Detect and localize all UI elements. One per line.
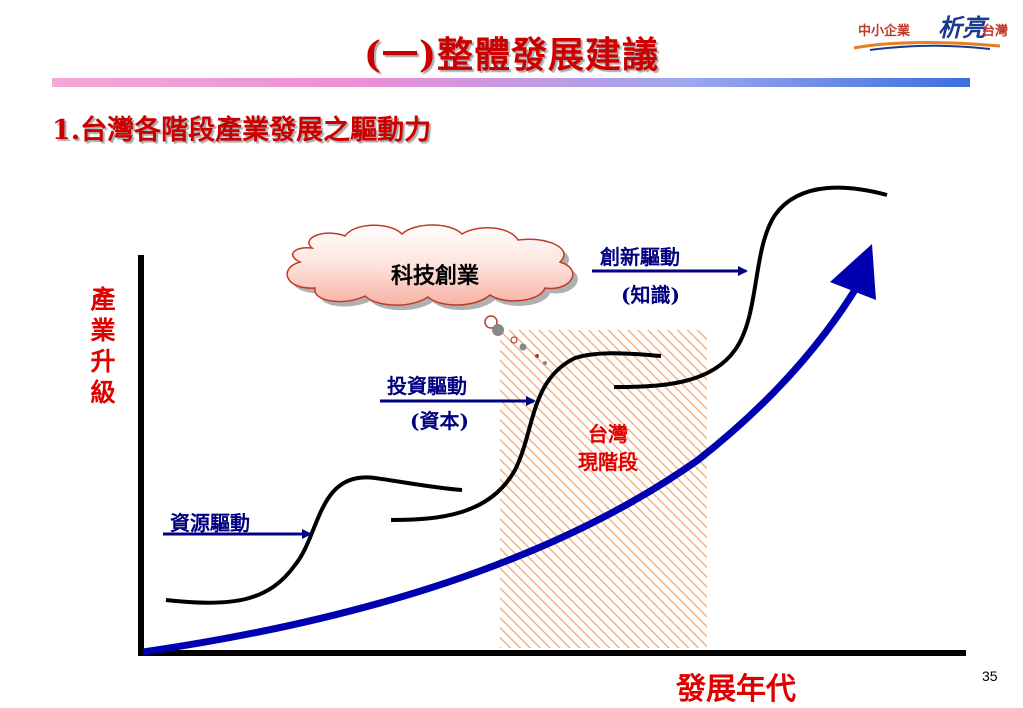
logo-prefix: 中小企業 bbox=[858, 24, 911, 39]
title-divider bbox=[52, 78, 970, 87]
logo-swoosh-icon bbox=[853, 40, 1001, 51]
stage-sub-innovation: (知識) bbox=[621, 283, 680, 307]
cloud-label: 科技創業 bbox=[390, 263, 479, 289]
logo-suffix: 台灣 bbox=[982, 24, 1009, 39]
cloud-icon bbox=[286, 224, 578, 365]
page-title: (一)整體發展建議 bbox=[363, 34, 660, 76]
y-axis-label: 產業升級 bbox=[90, 285, 116, 407]
stage-curve-resource bbox=[165, 475, 463, 605]
stage-label-investment: 投資驅動 bbox=[387, 374, 467, 398]
growth-arrow-head-icon bbox=[830, 244, 876, 300]
current-stage-band bbox=[500, 330, 707, 648]
current-stage-line2: 現階段 bbox=[578, 450, 638, 474]
current-stage-line1: 台灣 bbox=[588, 422, 628, 446]
logo-main: 析亮 bbox=[938, 13, 986, 42]
growth-arrow-shaft bbox=[142, 283, 861, 656]
stage-label-innovation: 創新驅動 bbox=[600, 245, 680, 269]
section-subtitle: 1.台灣各階段產業發展之驅動力 bbox=[52, 115, 432, 146]
stage-label-resource: 資源驅動 bbox=[170, 511, 250, 535]
stage-sub-investment: (資本) bbox=[410, 409, 469, 433]
stage-curve-innovation bbox=[613, 185, 888, 389]
x-axis-label: 發展年代 bbox=[676, 672, 796, 707]
page-number: 35 bbox=[982, 668, 998, 684]
current-stage-label: 台灣 現階段 bbox=[548, 420, 668, 476]
brand-logo: 中小企業 析亮 台灣 bbox=[850, 13, 1010, 54]
stage-curve-investment bbox=[390, 351, 662, 522]
